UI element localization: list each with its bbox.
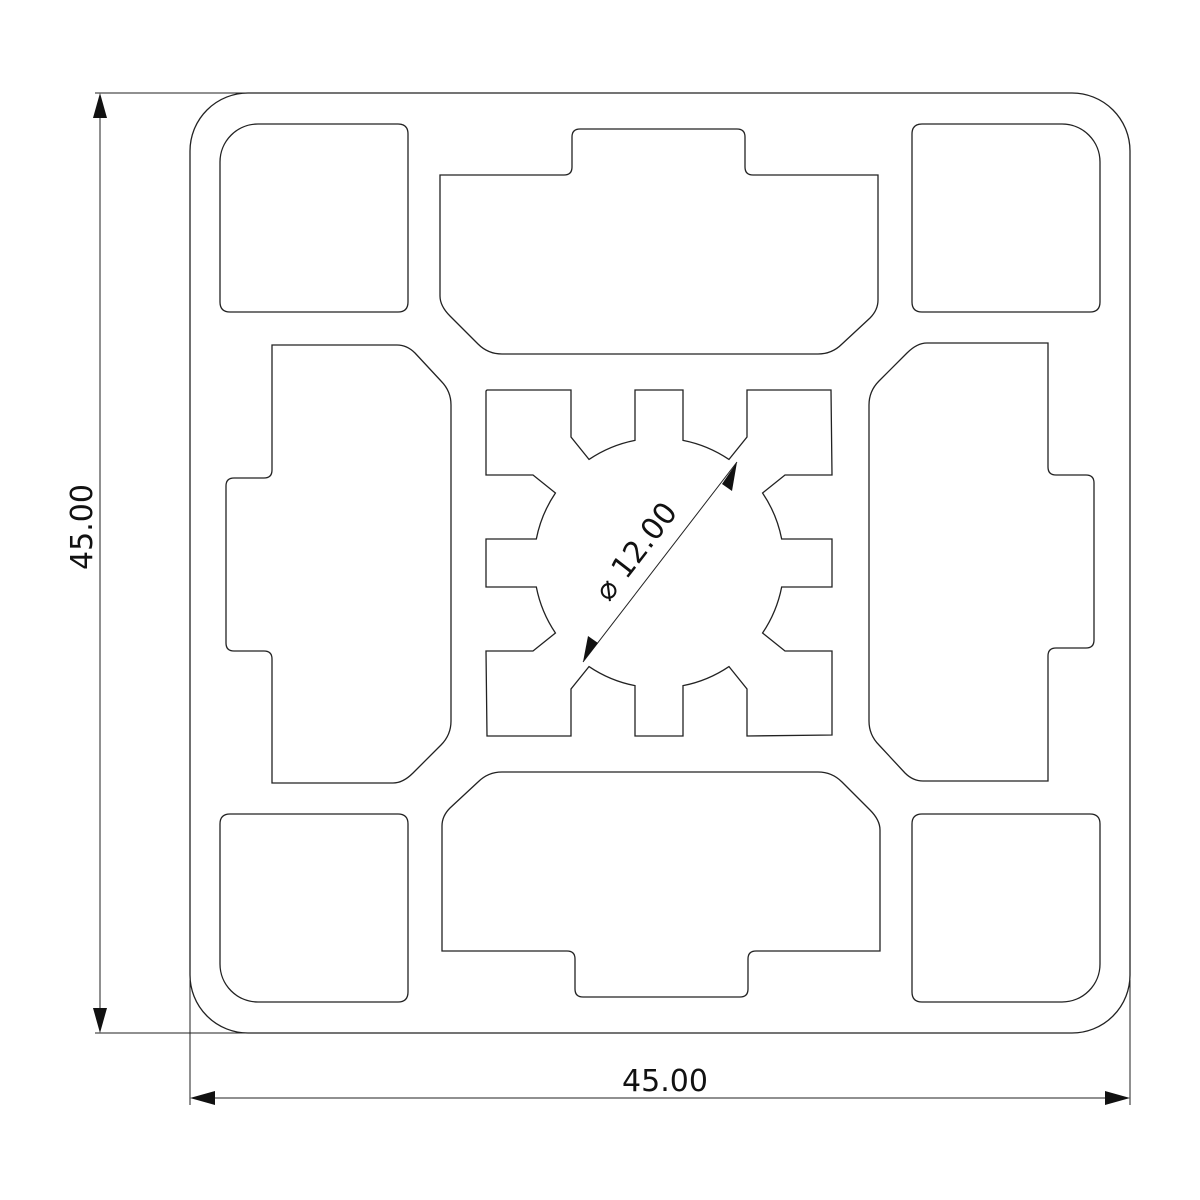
t-slots — [225, 128, 1095, 998]
corner-pocket-bottom-right — [911, 813, 1101, 1003]
bore-diameter-label: 12.00 — [605, 496, 685, 585]
arrow-icon — [583, 636, 598, 662]
arrow-right-icon — [1105, 1091, 1130, 1105]
dimension-height: 45.00 — [65, 92, 250, 1034]
corner-pocket-top-left — [219, 123, 409, 313]
dimension-width: 45.00 — [189, 980, 1131, 1105]
profile-outline — [189, 92, 1131, 1034]
arrow-down-icon — [93, 1008, 107, 1033]
dimension-bore: ⌀ 12.00 — [582, 461, 738, 663]
t-slot-top — [439, 128, 879, 355]
t-slot-left — [225, 344, 452, 784]
height-label: 45.00 — [65, 484, 100, 570]
t-slot-right — [868, 342, 1095, 782]
t-slot-bottom — [441, 771, 881, 998]
arrow-left-icon — [190, 1091, 215, 1105]
width-label: 45.00 — [622, 1064, 708, 1099]
arrow-icon — [722, 462, 737, 491]
diameter-line — [582, 461, 738, 663]
corner-pocket-top-right — [911, 123, 1101, 313]
center-core-bore — [485, 389, 833, 737]
corner-pockets — [219, 123, 1101, 1003]
corner-pocket-bottom-left — [219, 813, 409, 1003]
arrow-up-icon — [93, 93, 107, 118]
